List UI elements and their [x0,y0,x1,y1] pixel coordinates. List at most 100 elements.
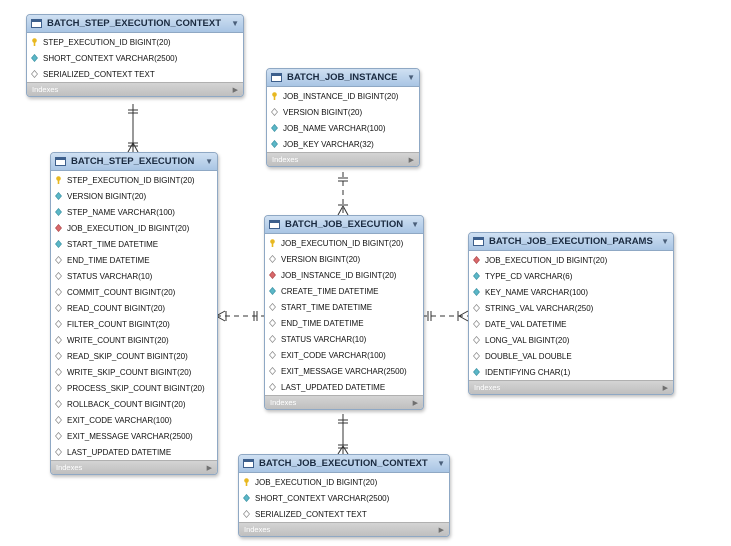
column-row[interactable]: STEP_NAME VARCHAR(100) [51,204,217,220]
chevron-down-icon[interactable]: ▼ [231,19,239,28]
column-row[interactable]: KEY_NAME VARCHAR(100) [469,284,673,300]
column-row[interactable]: READ_SKIP_COUNT BIGINT(20) [51,348,217,364]
red-diamond-icon [55,224,62,232]
column-row[interactable]: STEP_EXECUTION_ID BIGINT(20) [27,34,243,50]
hollow-diamond-icon [55,320,62,328]
table-header[interactable]: BATCH_STEP_EXECUTION▼ [51,153,217,171]
column-label: LONG_VAL BIGINT(20) [485,335,570,345]
column-row[interactable]: VERSION BIGINT(20) [267,104,419,120]
column-row[interactable]: EXIT_CODE VARCHAR(100) [51,412,217,428]
column-row[interactable]: EXIT_MESSAGE VARCHAR(2500) [265,363,423,379]
column-row[interactable]: JOB_KEY VARCHAR(32) [267,136,419,152]
column-row[interactable]: COMMIT_COUNT BIGINT(20) [51,284,217,300]
indexes-bar[interactable]: Indexes▶ [267,152,419,166]
column-row[interactable]: SHORT_CONTEXT VARCHAR(2500) [239,490,449,506]
indexes-label: Indexes [270,398,297,407]
table-header[interactable]: BATCH_JOB_EXECUTION_PARAMS▼ [469,233,673,251]
column-row[interactable]: LAST_UPDATED DATETIME [265,379,423,395]
table-job-params[interactable]: BATCH_JOB_EXECUTION_PARAMS▼JOB_EXECUTION… [468,232,674,395]
table-job-ctx[interactable]: BATCH_JOB_EXECUTION_CONTEXT▼ JOB_EXECUTIO… [238,454,450,537]
column-row[interactable]: EXIT_CODE VARCHAR(100) [265,347,423,363]
hollow-diamond-icon [55,304,62,312]
column-row[interactable]: STRING_VAL VARCHAR(250) [469,300,673,316]
column-row[interactable]: END_TIME DATETIME [51,252,217,268]
column-row[interactable]: JOB_EXECUTION_ID BIGINT(20) [51,220,217,236]
column-row[interactable]: STATUS VARCHAR(10) [51,268,217,284]
column-row[interactable]: SHORT_CONTEXT VARCHAR(2500) [27,50,243,66]
chevron-down-icon[interactable]: ▼ [437,459,445,468]
column-row[interactable]: VERSION BIGINT(20) [51,188,217,204]
table-header[interactable]: BATCH_STEP_EXECUTION_CONTEXT▼ [27,15,243,33]
blue-diamond-icon [269,287,276,295]
column-row[interactable]: FILTER_COUNT BIGINT(20) [51,316,217,332]
triangle-right-icon[interactable]: ▶ [438,526,444,534]
table-step-ctx[interactable]: BATCH_STEP_EXECUTION_CONTEXT▼STEP_EXECUT… [26,14,244,97]
chevron-down-icon[interactable]: ▼ [661,237,669,246]
column-row[interactable]: EXIT_MESSAGE VARCHAR(2500) [51,428,217,444]
hollow-diamond-icon [269,319,276,327]
column-label: WRITE_COUNT BIGINT(20) [67,335,169,345]
table-job-exec[interactable]: BATCH_JOB_EXECUTION▼ JOB_EXECUTION_ID BIG… [264,215,424,410]
indexes-bar[interactable]: Indexes▶ [469,380,673,394]
indexes-bar[interactable]: Indexes ▶ [265,395,423,409]
column-row[interactable]: JOB_INSTANCE_ID BIGINT(20) [265,267,423,283]
column-row[interactable]: READ_COUNT BIGINT(20) [51,300,217,316]
chevron-down-icon[interactable]: ▼ [407,73,415,82]
table-job-instance[interactable]: BATCH_JOB_INSTANCE▼JOB_INSTANCE_ID BIGIN… [266,68,420,167]
column-row[interactable]: JOB_EXECUTION_ID BIGINT(20) [265,235,423,251]
triangle-right-icon[interactable]: ▶ [662,384,668,392]
table-header[interactable]: BATCH_JOB_INSTANCE▼ [267,69,419,87]
column-row[interactable]: TYPE_CD VARCHAR(6) [469,268,673,284]
blue-diamond-icon [271,140,278,148]
column-label: CREATE_TIME DATETIME [281,286,379,296]
chevron-down-icon[interactable]: ▼ [205,157,213,166]
column-row[interactable]: LONG_VAL BIGINT(20) [469,332,673,348]
key-icon [31,38,38,46]
table-header[interactable]: BATCH_JOB_EXECUTION▼ [265,216,423,234]
triangle-right-icon[interactable]: ▶ [408,156,414,164]
column-row[interactable]: CREATE_TIME DATETIME [265,283,423,299]
table-step-exec[interactable]: BATCH_STEP_EXECUTION▼STEP_EXECUTION_ID B… [50,152,218,475]
column-row[interactable]: DOUBLE_VAL DOUBLE [469,348,673,364]
chevron-down-icon[interactable]: ▼ [411,220,419,229]
column-row[interactable]: JOB_EXECUTION_ID BIGINT(20) [469,252,673,268]
column-row[interactable]: IDENTIFYING CHAR(1) [469,364,673,380]
column-row[interactable]: WRITE_SKIP_COUNT BIGINT(20) [51,364,217,380]
column-row[interactable]: PROCESS_SKIP_COUNT BIGINT(20) [51,380,217,396]
column-label: JOB_EXECUTION_ID BIGINT(20) [281,238,404,248]
red-diamond-icon [269,271,276,279]
indexes-bar[interactable]: Indexes▶ [239,522,449,536]
column-row[interactable]: VERSION BIGINT(20) [265,251,423,267]
indexes-bar[interactable]: Indexes ▶ [51,460,217,474]
column-row[interactable]: STATUS VARCHAR(10) [265,331,423,347]
column-row[interactable]: JOB_NAME VARCHAR(100) [267,120,419,136]
table-icon [473,237,484,246]
table-header[interactable]: BATCH_JOB_EXECUTION_CONTEXT▼ [239,455,449,473]
column-row[interactable]: START_TIME DATETIME [51,236,217,252]
triangle-right-icon[interactable]: ▶ [232,86,238,94]
column-label: DATE_VAL DATETIME [485,319,567,329]
hollow-diamond-icon [55,432,62,440]
triangle-right-icon[interactable]: ▶ [412,399,418,407]
column-label: EXIT_CODE VARCHAR(100) [67,415,172,425]
column-row[interactable]: SERIALIZED_CONTEXT TEXT [27,66,243,82]
column-row[interactable]: SERIALIZED_CONTEXT TEXT [239,506,449,522]
column-label: JOB_EXECUTION_ID BIGINT(20) [67,223,190,233]
column-list: STEP_EXECUTION_ID BIGINT(20)SHORT_CONTEX… [27,33,243,82]
column-row[interactable]: JOB_EXECUTION_ID BIGINT(20) [239,474,449,490]
column-row[interactable]: END_TIME DATETIME [265,315,423,331]
column-row[interactable]: DATE_VAL DATETIME [469,316,673,332]
table-icon [269,220,280,229]
column-row[interactable]: WRITE_COUNT BIGINT(20) [51,332,217,348]
indexes-bar[interactable]: Indexes ▶ [27,82,243,96]
column-row[interactable]: JOB_INSTANCE_ID BIGINT(20) [267,88,419,104]
blue-diamond-icon [473,288,480,296]
column-row[interactable]: ROLLBACK_COUNT BIGINT(20) [51,396,217,412]
column-label: JOB_EXECUTION_ID BIGINT(20) [255,477,378,487]
column-row[interactable]: LAST_UPDATED DATETIME [51,444,217,460]
indexes-label: Indexes [32,85,59,94]
triangle-right-icon[interactable]: ▶ [206,464,212,472]
column-row[interactable]: START_TIME DATETIME [265,299,423,315]
column-row[interactable]: STEP_EXECUTION_ID BIGINT(20) [51,172,217,188]
indexes-label: Indexes [56,463,83,472]
